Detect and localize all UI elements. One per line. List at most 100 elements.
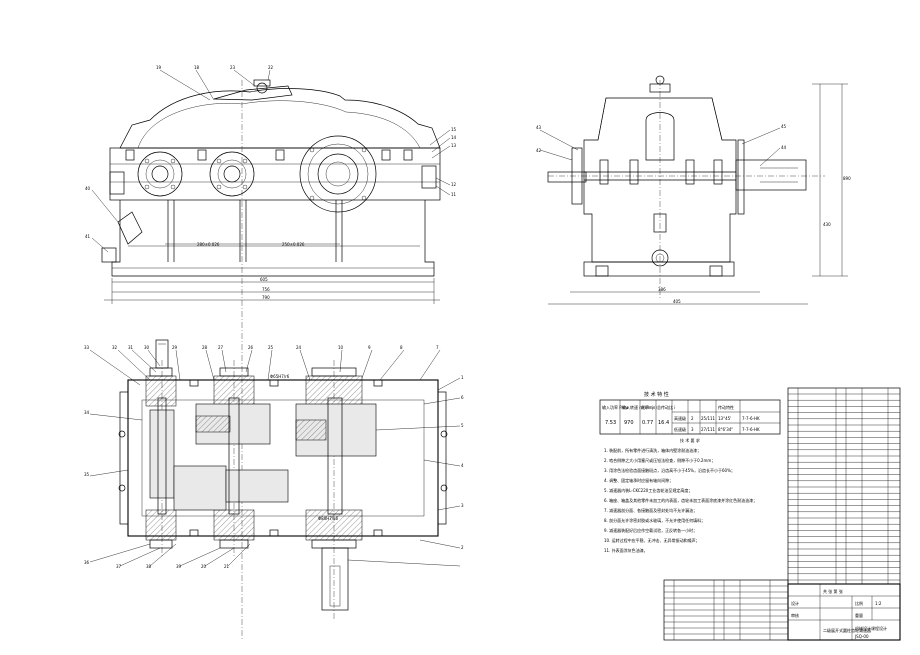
- tech-req-line-8: 8. 剖分面允许涂密封胶或水玻璃，不允许使用任何填料；: [604, 517, 705, 523]
- svg-text:12: 12: [451, 182, 457, 187]
- svg-text:250±0.026: 250±0.026: [282, 242, 305, 247]
- svg-text:35: 35: [84, 472, 90, 477]
- svg-text:37: 37: [116, 564, 122, 569]
- svg-text:42: 42: [536, 148, 542, 153]
- svg-text:405: 405: [673, 299, 681, 304]
- svg-text:9: 9: [368, 345, 371, 350]
- svg-text:44: 44: [781, 145, 787, 150]
- spec-row1-level: 高速级: [674, 415, 686, 421]
- tech-spec-table: 技 术 特 性 输入功率 P/kw 输入转速 n/(r/min) 效率 η 总传…: [599, 391, 781, 435]
- spec-val-eff: 0.77: [642, 420, 653, 426]
- tech-req-line-11: 11. 外表面涂灰色油漆。: [604, 547, 648, 553]
- svg-text:28: 28: [202, 345, 208, 350]
- spec-header-eff: 效率 η: [641, 404, 653, 410]
- svg-text:1: 1: [461, 375, 464, 380]
- spec-row2-m: 3: [691, 427, 694, 432]
- spec-header-power: 输入功率 P/kw: [602, 404, 629, 410]
- title-block: 设计 审核 二级展开式圆柱齿轮减速器 比例 1:2 重量 机械设计课程设计 JS…: [787, 583, 901, 641]
- svg-text:11: 11: [451, 192, 457, 197]
- title-designer: 设计: [791, 600, 799, 606]
- svg-text:32: 32: [112, 345, 118, 350]
- svg-text:14: 14: [451, 135, 457, 140]
- spec-row1-z: 25/111: [701, 416, 716, 421]
- svg-text:890: 890: [843, 176, 851, 181]
- spec-header-char: 传动特性: [718, 404, 734, 410]
- title-sheet: 共 张 第 张: [823, 588, 843, 594]
- spec-row2-beta: 8°6'34": [718, 427, 733, 432]
- title-school: 机械设计课程设计: [855, 625, 887, 631]
- svg-text:22: 22: [268, 65, 274, 70]
- svg-text:33: 33: [84, 345, 90, 350]
- svg-text:40: 40: [85, 186, 91, 191]
- svg-text:13: 13: [451, 143, 457, 148]
- svg-text:10: 10: [338, 345, 344, 350]
- svg-text:8: 8: [400, 345, 403, 350]
- svg-text:34: 34: [84, 410, 90, 415]
- title-scale: 1:2: [875, 601, 882, 606]
- svg-text:2: 2: [461, 545, 464, 550]
- svg-text:38: 38: [146, 564, 152, 569]
- spec-row1-grade: 7-7-6-HK: [742, 416, 760, 421]
- title-weight-label: 重量: [855, 612, 863, 618]
- svg-text:280±0.026: 280±0.026: [197, 242, 220, 247]
- svg-text:23: 23: [230, 65, 236, 70]
- spec-val-speed: 970: [624, 420, 634, 426]
- spec-row2-level: 低速级: [674, 426, 686, 432]
- tech-req-line-10: 10. 运转过程中应平稳、无冲击、无异常振动和噪声；: [604, 537, 700, 543]
- svg-text:20: 20: [201, 564, 207, 569]
- spec-header-speed: 输入转速 n/(r/min): [622, 404, 657, 410]
- spec-row2-grade: 7-7-6-HK: [742, 427, 760, 432]
- spec-header-ratio: 总传动比 i: [657, 404, 675, 410]
- svg-text:Φ65H7/r6: Φ65H7/r6: [270, 374, 290, 379]
- tech-requirements: 技 术 要 求 1. 装配前，所有零件进行清洗，箱体内壁涂耐油油漆； 2. 啮合…: [604, 437, 757, 553]
- svg-text:36: 36: [84, 560, 90, 565]
- svg-text:25: 25: [268, 345, 274, 350]
- svg-text:5: 5: [461, 423, 464, 428]
- svg-text:430: 430: [823, 222, 831, 227]
- parts-list-right: [787, 387, 901, 585]
- tech-req-line-6: 6. 箱座、箱盖及其他零件未加工的内表面，齿轮未加工表面涂底漆并涂红色耐油油漆；: [604, 497, 757, 503]
- svg-text:24: 24: [296, 345, 302, 350]
- svg-text:19: 19: [156, 65, 162, 70]
- svg-text:756: 756: [262, 287, 270, 292]
- parts-list-bottom: [663, 579, 789, 641]
- svg-text:26: 26: [248, 345, 254, 350]
- tech-req-title: 技 术 要 求: [680, 437, 700, 443]
- spec-val-ratio: 16.4: [658, 420, 669, 426]
- svg-text:29: 29: [172, 345, 178, 350]
- svg-text:4: 4: [461, 463, 464, 468]
- svg-text:3: 3: [461, 503, 464, 508]
- tech-req-line-9: 9. 减速器装配好后应作空载试验，正反转各一小时；: [604, 527, 697, 533]
- tech-req-line-7: 7. 减速器剖分面、各接触面及密封处均不允许漏油；: [604, 507, 697, 513]
- tech-req-line-3: 3. 用涂色法检验齿面接触斑点，沿齿高不小于45%，沿齿长不小于60%；: [604, 467, 735, 473]
- tech-req-line-5: 5. 减速器内装L-CKC220工业齿轮油至规定高度；: [604, 487, 692, 493]
- svg-text:18: 18: [194, 65, 200, 70]
- spec-row1-m: 2: [691, 416, 694, 421]
- svg-text:30: 30: [144, 345, 150, 350]
- svg-text:45: 45: [781, 124, 787, 129]
- tech-req-line-4: 4. 调整、固定轴承时应留有轴向间隙；: [604, 477, 673, 483]
- svg-text:386: 386: [658, 287, 666, 292]
- spec-row1-beta: 13°45': [718, 416, 731, 421]
- spec-row2-z: 27/111: [701, 427, 716, 432]
- svg-text:31: 31: [128, 345, 134, 350]
- tech-spec-title: 技 术 特 性: [644, 391, 669, 398]
- title-checker: 审核: [791, 612, 799, 618]
- svg-text:39: 39: [176, 564, 182, 569]
- tech-req-line-2: 2. 啮合侧隙之大小用塞尺或压铅法检查，侧隙不小于0.2mm；: [604, 457, 715, 463]
- svg-text:790: 790: [262, 295, 270, 300]
- svg-text:7: 7: [436, 345, 439, 350]
- svg-text:6: 6: [461, 395, 464, 400]
- title-drawing-no: JSQ-00: [854, 634, 869, 639]
- tech-req-line-1: 1. 装配前，所有零件进行清洗，箱体内壁涂耐油油漆；: [604, 447, 701, 453]
- svg-text:21: 21: [224, 564, 230, 569]
- spec-val-power: 7.53: [605, 420, 616, 426]
- svg-text:Φ80H7/k6: Φ80H7/k6: [318, 516, 338, 521]
- svg-text:15: 15: [451, 127, 457, 132]
- title-scale-label: 比例: [855, 600, 863, 606]
